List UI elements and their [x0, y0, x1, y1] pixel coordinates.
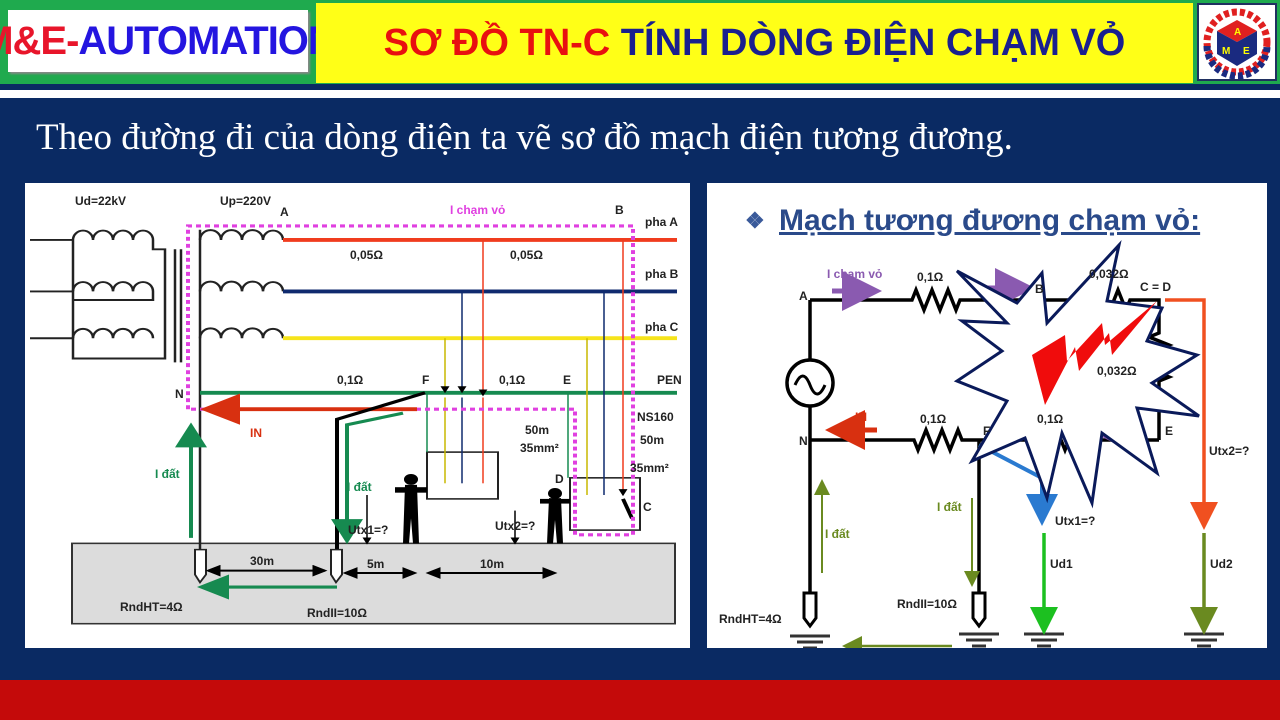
label-r-pen2: 0,1Ω — [499, 373, 526, 387]
electrode-ll — [330, 548, 343, 584]
label-pen: PEN — [657, 373, 682, 387]
label-ud1: Ud1 — [1050, 557, 1073, 571]
label-node-e: E — [1165, 424, 1173, 438]
label-10m: 10m — [480, 557, 504, 571]
person-1 — [395, 473, 427, 544]
label-sec-1: 35mm² — [520, 441, 559, 455]
label-node-cd: C = D — [1140, 280, 1171, 294]
header-bar: M&E-AUTOMATION SƠ ĐỒ TN-C TÍNH DÒNG ĐIỆN… — [0, 0, 1280, 84]
label-pha-c: pha C — [645, 320, 679, 334]
label-i-dat-1: I đất — [825, 527, 850, 541]
label-i-cham-vo: I chạm vỏ — [827, 267, 882, 281]
label-node-f: F — [422, 373, 429, 387]
label-rndht: RndHT=4Ω — [719, 612, 782, 626]
label-r-a2: 0,05Ω — [510, 248, 543, 262]
label-i-cham-vo: I chạm vỏ — [450, 203, 505, 217]
label-len-1: 50m — [525, 423, 549, 437]
fault-starburst-icon — [953, 239, 1201, 509]
label-node-b: B — [615, 203, 624, 217]
primary-winding — [30, 229, 183, 363]
label-i-dat-2: I đất — [347, 480, 372, 494]
label-i-dat-2: I đất — [937, 500, 962, 514]
slide-subtitle: Theo đường đi của dòng điện ta vẽ sơ đồ … — [36, 117, 1013, 158]
label-r-a1: 0,05Ω — [350, 248, 383, 262]
label-rndll: RndII=10Ω — [307, 606, 367, 620]
label-r-pen1: 0,1Ω — [337, 373, 364, 387]
label-rndll: RndII=10Ω — [897, 597, 957, 611]
lightning-bolt-icon — [1032, 301, 1157, 405]
label-5m: 5m — [367, 557, 384, 571]
svg-text:E: E — [1243, 46, 1250, 57]
ground-area — [71, 542, 676, 625]
electrode-ht — [802, 591, 818, 629]
footer-bar — [0, 680, 1280, 720]
circuit-title: Mạch tương đương chạm vỏ: — [779, 204, 1200, 237]
label-node-e: E — [563, 373, 571, 387]
svg-text:A: A — [1234, 27, 1241, 38]
label-node-a: A — [280, 205, 289, 219]
brand-logo: M&E-AUTOMATION — [0, 10, 337, 72]
label-node-a: A — [799, 289, 808, 303]
earth-current-path-1 — [331, 411, 404, 545]
label-utx1: Utx1=? — [348, 523, 388, 537]
fault-current-path — [186, 224, 635, 537]
label-r2: 0,032Ω — [1089, 267, 1129, 281]
header-stripe — [0, 84, 1280, 90]
equivalent-circuit-diagram: ❖ Mạch tương đương chạm vỏ: A B C = D N … — [707, 183, 1267, 656]
label-node-f: F — [983, 424, 990, 438]
label-utx1: Utx1=? — [1055, 514, 1095, 528]
label-r5: 0,1Ω — [1037, 412, 1064, 426]
label-node-n: N — [799, 434, 808, 448]
label-len-2: 50m — [640, 433, 664, 447]
load-2 — [569, 477, 641, 531]
label-rndht: RndHT=4Ω — [120, 600, 183, 614]
label-in: IN — [855, 410, 867, 424]
label-ud: Ud=22kV — [75, 194, 126, 208]
slide-title: SƠ ĐỒ TN-C TÍNH DÒNG ĐIỆN CHẠM VỎ — [316, 3, 1193, 83]
bullet-icon: ❖ — [745, 208, 765, 233]
label-sec-2: 35mm² — [630, 461, 669, 475]
label-up: Up=220V — [220, 194, 271, 208]
header-divider — [0, 90, 1280, 98]
label-r1: 0,1Ω — [917, 270, 944, 284]
electrode-ht — [194, 548, 207, 584]
label-utx2: Utx2=? — [495, 519, 535, 533]
label-pha-a: pha A — [645, 215, 678, 229]
label-node-b: B — [1035, 282, 1044, 296]
label-ud2: Ud2 — [1210, 557, 1233, 571]
svg-text:M: M — [1222, 46, 1230, 57]
label-node-c: C — [643, 500, 652, 514]
label-pha-b: pha B — [645, 267, 679, 281]
label-30m: 30m — [250, 554, 274, 568]
person-2 — [540, 487, 570, 544]
tn-c-wiring-diagram: Ud=22kV Up=220V A B N F E D C I chạm vỏ … — [25, 183, 690, 648]
label-r3: 0,032Ω — [1097, 364, 1137, 378]
label-node-n: N — [175, 387, 184, 401]
label-utx2: Utx2=? — [1209, 444, 1249, 458]
label-i-dat-1: I đất — [155, 467, 180, 481]
label-r4: 0,1Ω — [920, 412, 947, 426]
label-node-d: D — [555, 472, 564, 486]
label-breaker: NS160 — [637, 410, 674, 424]
label-in: IN — [250, 426, 262, 440]
company-gear-logo: A M E — [1197, 3, 1277, 81]
electrode-ll — [971, 591, 987, 629]
